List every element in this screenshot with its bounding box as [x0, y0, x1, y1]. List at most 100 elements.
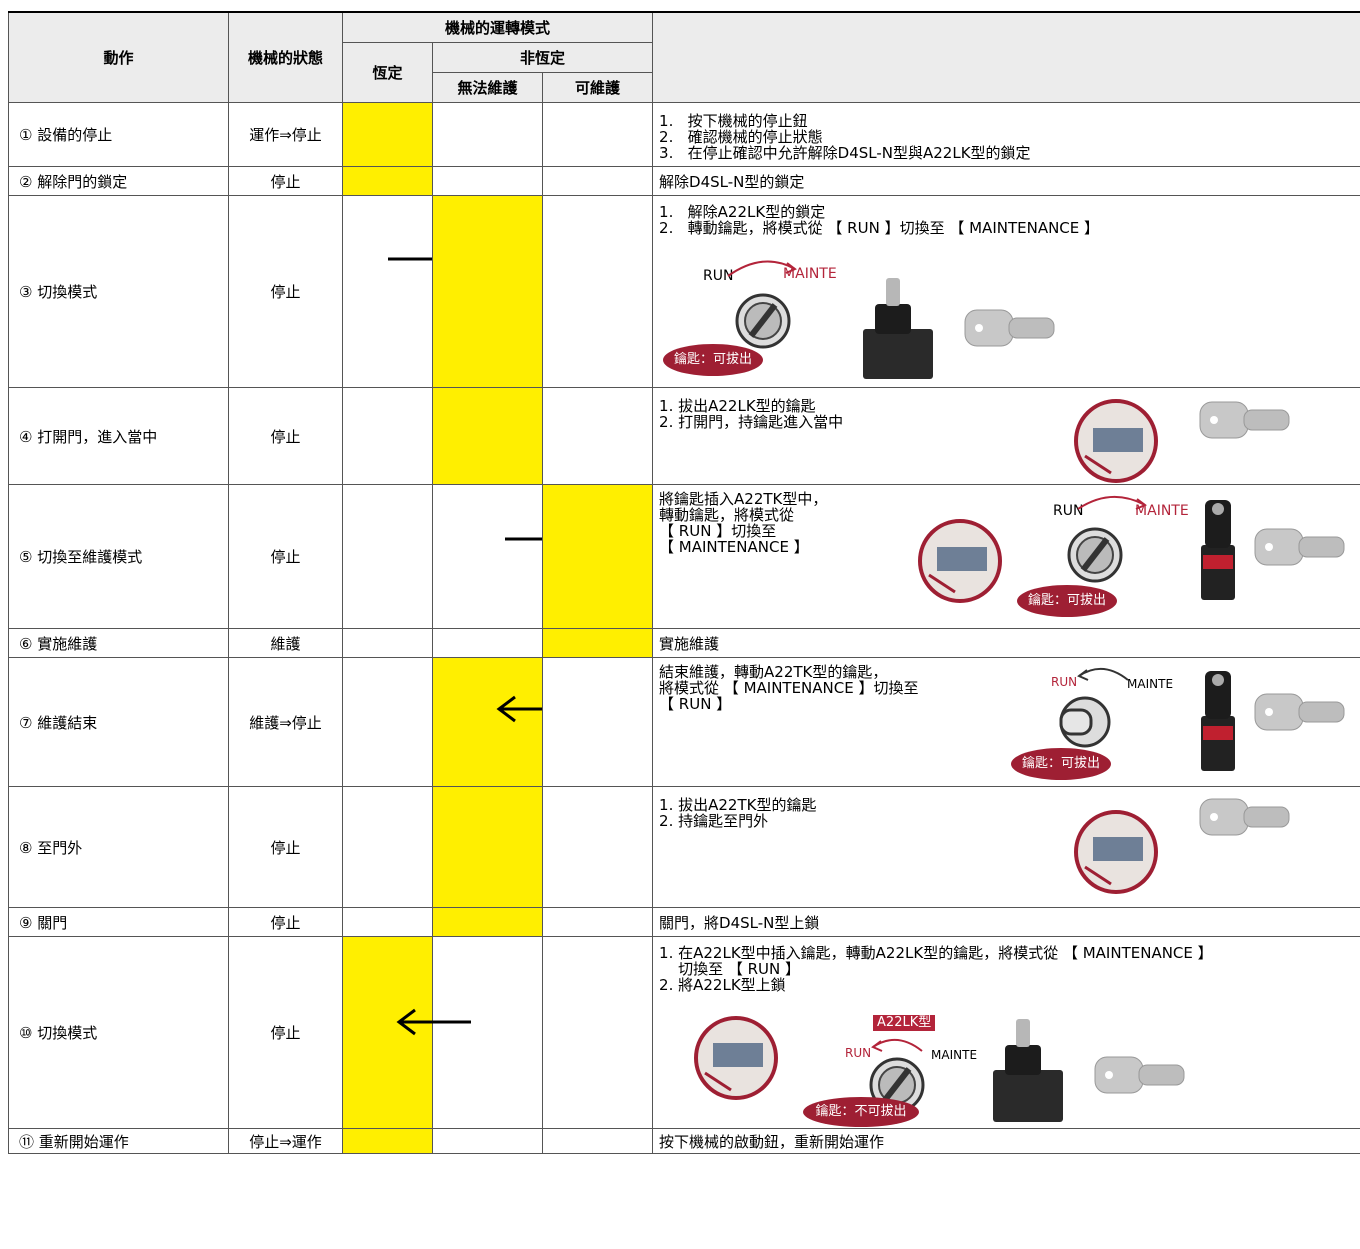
curve-arrow-icon: [1077, 495, 1147, 510]
mode-cell-fixed: [342, 1128, 433, 1154]
table-row: ⑨ 關門 停止 關門，將D4SL-N型上鎖: [8, 907, 1360, 937]
arrow-right-icon: [388, 257, 432, 261]
row-action: ③ 切換模式: [8, 195, 229, 388]
table-row: ④ 打開門，進入當中 停止 1. 拔出A22LK型的鑰匙 2. 打開門，持鑰匙進…: [8, 387, 1360, 485]
mode-cell-fixed: [342, 628, 433, 658]
header-nonfixed: 非恆定: [431, 42, 654, 73]
table-row: ⑦ 維護結束 維護⇒停止 結束維護，轉動A22TK型的鑰匙， 將模式從 【 MA…: [8, 657, 1360, 787]
header-maint: 可維護: [541, 72, 654, 103]
table-row: ② 解除門的鎖定 停止 解除D4SL-N型的鎖定: [8, 166, 1360, 196]
row-description: 按下機械的啟動鈕，重新開始運作: [652, 1128, 1360, 1154]
row-action: ⑪ 重新開始運作: [8, 1128, 229, 1154]
mode-cell-no-maint: [432, 387, 543, 485]
desc-line: 2. 持鑰匙至門外: [659, 812, 769, 830]
row-action: ④ 打開門，進入當中: [8, 387, 229, 485]
key-icon: [1094, 1056, 1185, 1094]
mode-cell-maint: [541, 102, 654, 167]
row-description: 實施維護: [652, 628, 1360, 658]
mode-cell-no-maint: [432, 166, 543, 196]
key-icon: [1254, 528, 1345, 566]
mode-cell-maint: [541, 628, 654, 658]
mode-cell-no-maint: [432, 484, 543, 629]
row-description: 將鑰匙插入A22TK型中， 轉動鑰匙，將模式從 【 RUN 】切換至 【 MAI…: [652, 484, 1360, 629]
mode-cell-no-maint: [432, 102, 543, 167]
illustration-area: A22LK型 RUN MAINTE 鑰匙：不可拔出: [654, 938, 1360, 1128]
mode-cell-maint: [541, 166, 654, 196]
header-blank: [652, 11, 1360, 103]
desc-line: 【 MAINTENANCE 】: [659, 538, 809, 556]
mode-cell-no-maint: [432, 628, 543, 658]
row-description: 結束維護，轉動A22TK型的鑰匙， 將模式從 【 MAINTENANCE 】切換…: [652, 657, 1360, 787]
row-state: 維護⇒停止: [228, 657, 343, 787]
desc-line: 結束維護，轉動A22TK型的鑰匙，: [659, 663, 888, 681]
run-label: RUN: [845, 1046, 872, 1060]
model-tag: A22LK型: [873, 1015, 936, 1031]
run-label: RUN: [703, 268, 734, 284]
row-action: ⑥ 實施維護: [8, 628, 229, 658]
illustration-area: RUN MAINTE 鑰匙：可拔出: [654, 659, 1360, 786]
header-fixed: 恆定: [342, 42, 433, 103]
mainte-label: MAINTE: [1127, 677, 1174, 691]
key-icon: [964, 309, 1055, 347]
mode-cell-maint: [541, 387, 654, 485]
mode-cell-maint: [541, 936, 654, 1129]
door-panel-icon: [1074, 810, 1159, 894]
key-switch-icon: [1067, 527, 1123, 583]
key-icon: [1254, 693, 1345, 731]
row-state: 停止: [228, 195, 343, 388]
key-switch-icon: [735, 293, 791, 349]
row-state: 運作⇒停止: [228, 102, 343, 167]
door-panel-icon: [694, 1016, 779, 1100]
desc-line: 轉動鑰匙，將模式從: [659, 506, 795, 524]
row-action: ② 解除門的鎖定: [8, 166, 229, 196]
key-selector-switch-icon: [1201, 671, 1236, 771]
desc-line: 1. 按下機械的停止鈕: [659, 112, 808, 130]
mode-cell-maint: [541, 195, 654, 388]
mainte-label: MAINTE: [931, 1048, 978, 1062]
curve-arrow-icon: [871, 1039, 923, 1052]
mode-cell-fixed: [342, 195, 433, 388]
mode-cell-maint: [541, 484, 654, 629]
desc-line: 1. 拔出A22LK型的鑰匙: [659, 397, 816, 415]
row-description: 1. 在A22LK型中插入鑰匙，轉動A22LK型的鑰匙，將模式從 【 MAINT…: [652, 936, 1360, 1129]
desc-line: 2. 將A22LK型上鎖: [659, 976, 786, 994]
run-label: RUN: [1051, 675, 1078, 689]
row-state: 停止: [228, 786, 343, 908]
lock-switch-icon: [863, 278, 934, 379]
mainte-label: MAINTE: [1135, 503, 1189, 519]
desc-line: 1. 在A22LK型中插入鑰匙，轉動A22LK型的鑰匙，將模式從 【 MAINT…: [659, 944, 1213, 962]
row-description: 1. 解除A22LK型的鎖定 2. 轉動鑰匙，將模式從 【 RUN 】切換至 【…: [652, 195, 1360, 388]
mode-cell-maint: [541, 786, 654, 908]
mode-cell-fixed: [342, 907, 433, 937]
table-row: ① 設備的停止 運作⇒停止 1. 按下機械的停止鈕 2. 確認機械的停止狀態 3…: [8, 102, 1360, 167]
mode-cell-no-maint: [432, 936, 543, 1129]
table-row: ⑤ 切換至維護模式 停止 將鑰匙插入A22TK型中， 轉動鑰匙，將模式從 【 R…: [8, 484, 1360, 629]
mode-cell-no-maint: [432, 195, 543, 388]
mode-cell-maint: [541, 1128, 654, 1154]
table-row: ⑥ 實施維護 維護 實施維護: [8, 628, 1360, 658]
row-description: 關門，將D4SL-N型上鎖: [652, 907, 1360, 937]
operation-table: 動作 機械的狀態 機械的運轉模式 恆定 非恆定 無法維護 可維護 ① 設備的停止…: [8, 11, 1360, 1154]
row-state: 維護: [228, 628, 343, 658]
row-action: ⑨ 關門: [8, 907, 229, 937]
table-row: ③ 切換模式 停止 1. 解除A22LK型的鎖定 2. 轉動鑰匙，將模式從 【 …: [8, 195, 1360, 388]
desc-line: 2. 確認機械的停止狀態: [659, 128, 823, 146]
row-action: ⑦ 維護結束: [8, 657, 229, 787]
header-no-maint: 無法維護: [432, 72, 543, 103]
curve-arrow-icon: [1077, 668, 1129, 681]
row-state: 停止: [228, 907, 343, 937]
row-description: 解除D4SL-N型的鎖定: [652, 166, 1360, 196]
row-action: ① 設備的停止: [8, 102, 229, 167]
key-locked-badge: 鑰匙：不可拔出: [803, 1097, 920, 1127]
mode-cell-fixed: [342, 484, 433, 629]
mode-cell-fixed: [342, 387, 433, 485]
illustration-area: [654, 389, 1360, 484]
header-state: 機械的狀態: [228, 11, 343, 103]
run-label: RUN: [1053, 503, 1084, 519]
key-removable-badge: 鑰匙：可拔出: [1017, 585, 1118, 617]
key-selector-switch-icon: [1201, 500, 1236, 600]
illustration-area: RUN MAINTE 鑰匙：可拔出: [654, 197, 1360, 387]
row-action: ⑧ 至門外: [8, 786, 229, 908]
illustration-area: [654, 788, 1360, 907]
desc-line: 2. 轉動鑰匙，將模式從 【 RUN 】切換至 【 MAINTENANCE 】: [659, 219, 1100, 237]
